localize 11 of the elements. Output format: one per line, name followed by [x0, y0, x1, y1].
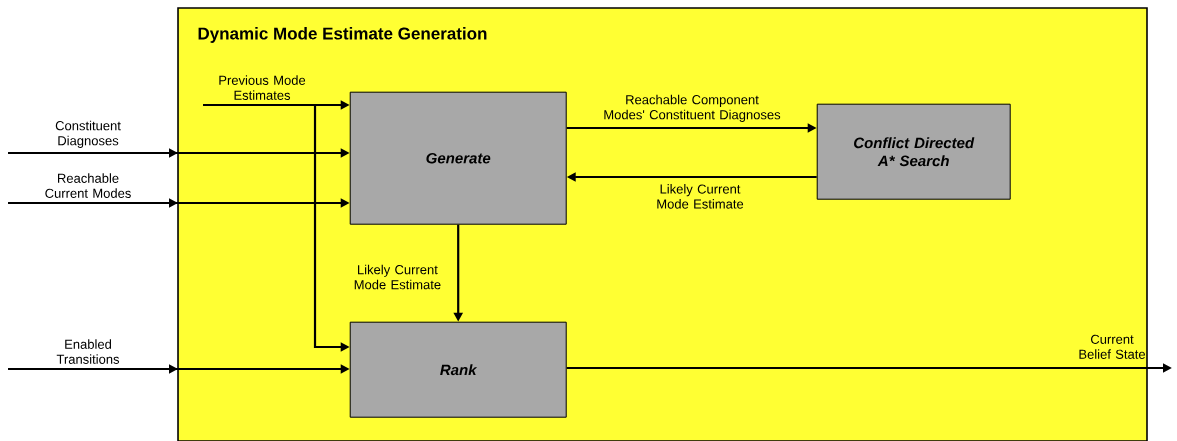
edge-label: Reachable Current Modes [45, 173, 131, 198]
edge-label: Current Belief State [1079, 334, 1145, 359]
process-box: Conflict Directed A* Search [816, 103, 1011, 200]
edge-label: Previous Mode Estimates [219, 75, 306, 100]
edge-label: Likely Current Mode Estimate [657, 184, 744, 209]
process-box: Generate [349, 91, 567, 225]
edge-label: Likely Current Mode Estimate [354, 264, 441, 290]
edge-label: Reachable Component Modes' Constituent Diagnoses [604, 94, 781, 122]
edge-label: Enabled Transitions [56, 339, 120, 364]
process-box: Rank [349, 321, 567, 418]
edge-label: Constituent Diagnoses [55, 120, 121, 148]
